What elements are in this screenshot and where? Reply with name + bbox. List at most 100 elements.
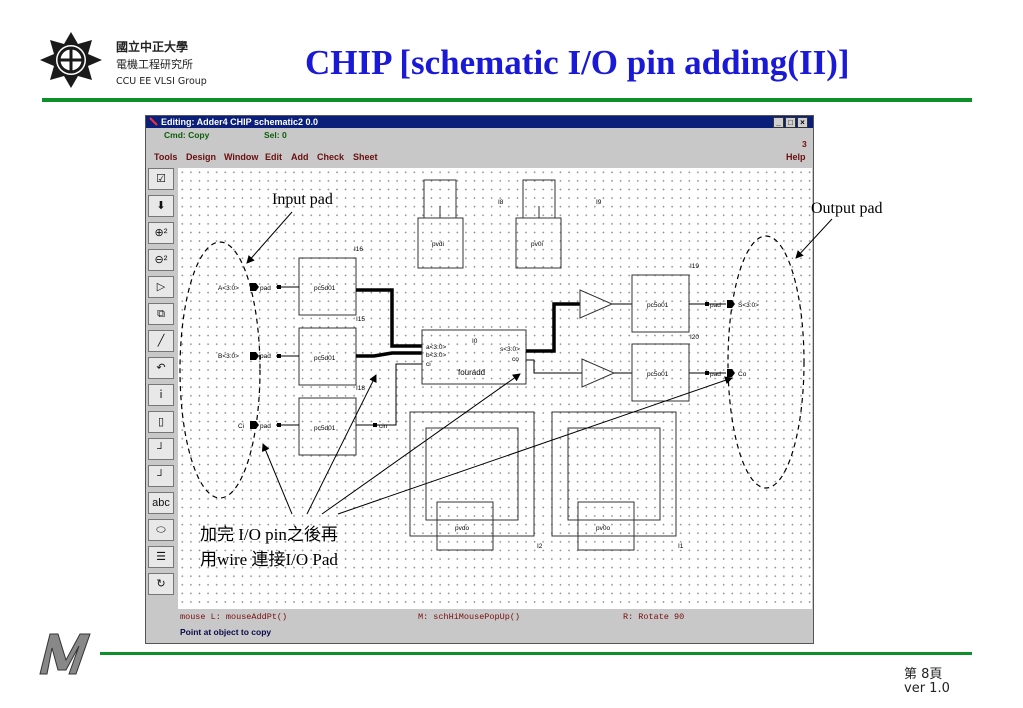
output-pad-ellipse	[727, 235, 805, 489]
command-status-row: Cmd: Copy Sel: 0 3	[146, 128, 813, 152]
pin-icon[interactable]: ┘	[148, 438, 174, 460]
input-pin-a[interactable]	[250, 283, 259, 291]
instance-label: I18	[356, 385, 365, 392]
institution-group: CCU EE VLSI Group	[116, 76, 207, 87]
menu-window[interactable]: Window	[224, 152, 259, 162]
input-pad-annotation: Input pad	[272, 191, 333, 208]
pin-label-s: S<3:0>	[738, 302, 759, 309]
note-line2: 用wire 連接I/O Pad	[200, 550, 338, 569]
output-pad-annotation: Output pad	[811, 200, 883, 217]
create-pin-icon[interactable]: ┘	[148, 465, 174, 487]
tool-palette: ☑ ⬇ ⊕² ⊖² ▷ ⧉ ╱ ↶ ⅰ ▯ ┘ ┘ abc ⬭ ☰ ↻	[148, 168, 176, 643]
menu-design[interactable]: Design	[186, 152, 217, 162]
instance-label: I9	[596, 199, 602, 206]
header-divider	[42, 98, 972, 102]
port-co: co	[512, 356, 519, 363]
pad-label: pad	[260, 285, 271, 292]
zoom-out-icon[interactable]: ⊖²	[148, 249, 174, 271]
pv0o-cell[interactable]	[577, 501, 635, 551]
instance-label: I1	[678, 543, 684, 550]
cell-label: pc5d01	[314, 425, 336, 432]
label-icon[interactable]: abc	[148, 492, 174, 514]
buffer-s[interactable]	[579, 289, 614, 319]
selection-count: Sel: 0	[264, 130, 287, 140]
stretch-icon[interactable]: ▷	[148, 276, 174, 298]
copy-icon[interactable]: ⧉	[148, 303, 174, 325]
minimize-button[interactable]: _	[773, 117, 784, 128]
port-ci: ci	[426, 361, 431, 368]
cell-label: pvdi	[432, 241, 444, 248]
port-s: s<3:0>	[500, 346, 520, 353]
pc5d01-cell-ci[interactable]	[298, 397, 357, 456]
input-pad-ellipse	[179, 241, 261, 499]
check-icon[interactable]: ☑	[148, 168, 174, 190]
slide-title: CHIP [schematic I/O pin adding(II)]	[305, 43, 850, 82]
instance-label: I2	[537, 543, 543, 550]
pad-label: pad	[260, 353, 271, 360]
version-label: ver 1.0	[904, 681, 950, 696]
page-prefix: 第	[904, 667, 922, 682]
page-number: 第 8頁	[904, 663, 942, 682]
menu-add[interactable]: Add	[291, 152, 309, 162]
menu-check[interactable]: Check	[317, 152, 345, 162]
institution-department: 電機工程研究所	[116, 58, 193, 71]
institution-name: 國立中正大學	[116, 40, 189, 54]
instance-icon[interactable]: ▯	[148, 411, 174, 433]
instance-label: I15	[356, 316, 365, 323]
wire-icon[interactable]: ╱	[148, 330, 174, 352]
page-suffix: 頁	[929, 667, 943, 682]
window-number: 3	[802, 139, 807, 149]
cmd-label: Cmd: Copy	[164, 130, 210, 140]
pin-label-a: A<3:0>	[218, 285, 239, 292]
pin-label-b: B<3:0>	[218, 353, 239, 360]
vlsi-group-logo	[36, 628, 106, 678]
maximize-button[interactable]: □	[785, 117, 796, 128]
schematic-canvas[interactable]: pc5d01 pc5d01 pc5d01 A<3:0> B<3:0> Ci pa…	[178, 168, 812, 609]
cell-label: pc5o01	[647, 371, 669, 378]
cell-label: pc5d01	[314, 355, 336, 362]
pvdo-cell[interactable]	[436, 501, 494, 551]
property-icon[interactable]: ⅰ	[148, 384, 174, 406]
pad-label: pad	[260, 423, 271, 430]
close-button[interactable]: ×	[797, 117, 808, 128]
menu-tools[interactable]: Tools	[154, 152, 178, 162]
menu-help[interactable]: Help	[786, 152, 806, 162]
instance-label: I20	[690, 334, 699, 341]
university-seal-logo	[36, 30, 106, 92]
sheet-icon[interactable]: ☰	[148, 546, 174, 568]
instance-label: I8	[498, 199, 504, 206]
cell-label: pv0o	[596, 525, 610, 532]
footer-divider	[100, 652, 972, 655]
cell-label: pv0i	[531, 241, 543, 248]
cin-label: cin	[379, 423, 388, 430]
save-icon[interactable]: ⬇	[148, 195, 174, 217]
zoom-in-icon[interactable]: ⊕²	[148, 222, 174, 244]
menu-edit[interactable]: Edit	[265, 152, 282, 162]
menu-sheet[interactable]: Sheet	[353, 152, 378, 162]
rotate-icon[interactable]: ↻	[148, 573, 174, 595]
input-pin-ci[interactable]	[250, 421, 259, 429]
io-pin-icon[interactable]: ⬭	[148, 519, 174, 541]
pad-label: pad	[710, 371, 721, 378]
buffer-co[interactable]	[581, 358, 616, 388]
undo-icon[interactable]: ↶	[148, 357, 174, 379]
mouse-left-hint: mouse L: mouseAddPt()	[180, 612, 288, 622]
cell-label: pc5o01	[647, 302, 669, 309]
instance-label: I19	[690, 263, 699, 270]
pad-label: pad	[710, 302, 721, 309]
mouse-right-hint: R: Rotate 90	[623, 612, 685, 622]
cell-label: pc5d01	[314, 285, 336, 292]
page-num: 8	[921, 667, 930, 682]
port-a: a<3:0>	[426, 344, 446, 351]
output-pin-co[interactable]	[727, 369, 735, 377]
schematic-editor-window: Editing: Adder4 CHIP schematic2 0.0 _ □ …	[145, 115, 814, 644]
status-bar: mouse L: mouseAddPt() M: schHiMousePopUp…	[178, 610, 812, 641]
window-titlebar: Editing: Adder4 CHIP schematic2 0.0 _ □ …	[146, 116, 813, 128]
fouradd-block[interactable]	[421, 329, 527, 385]
input-pin-b[interactable]	[250, 352, 259, 360]
instance-label: I16	[354, 246, 363, 253]
pin-label-co: Co	[738, 371, 747, 378]
instance-label: I0	[472, 338, 478, 345]
app-icon	[149, 117, 158, 126]
